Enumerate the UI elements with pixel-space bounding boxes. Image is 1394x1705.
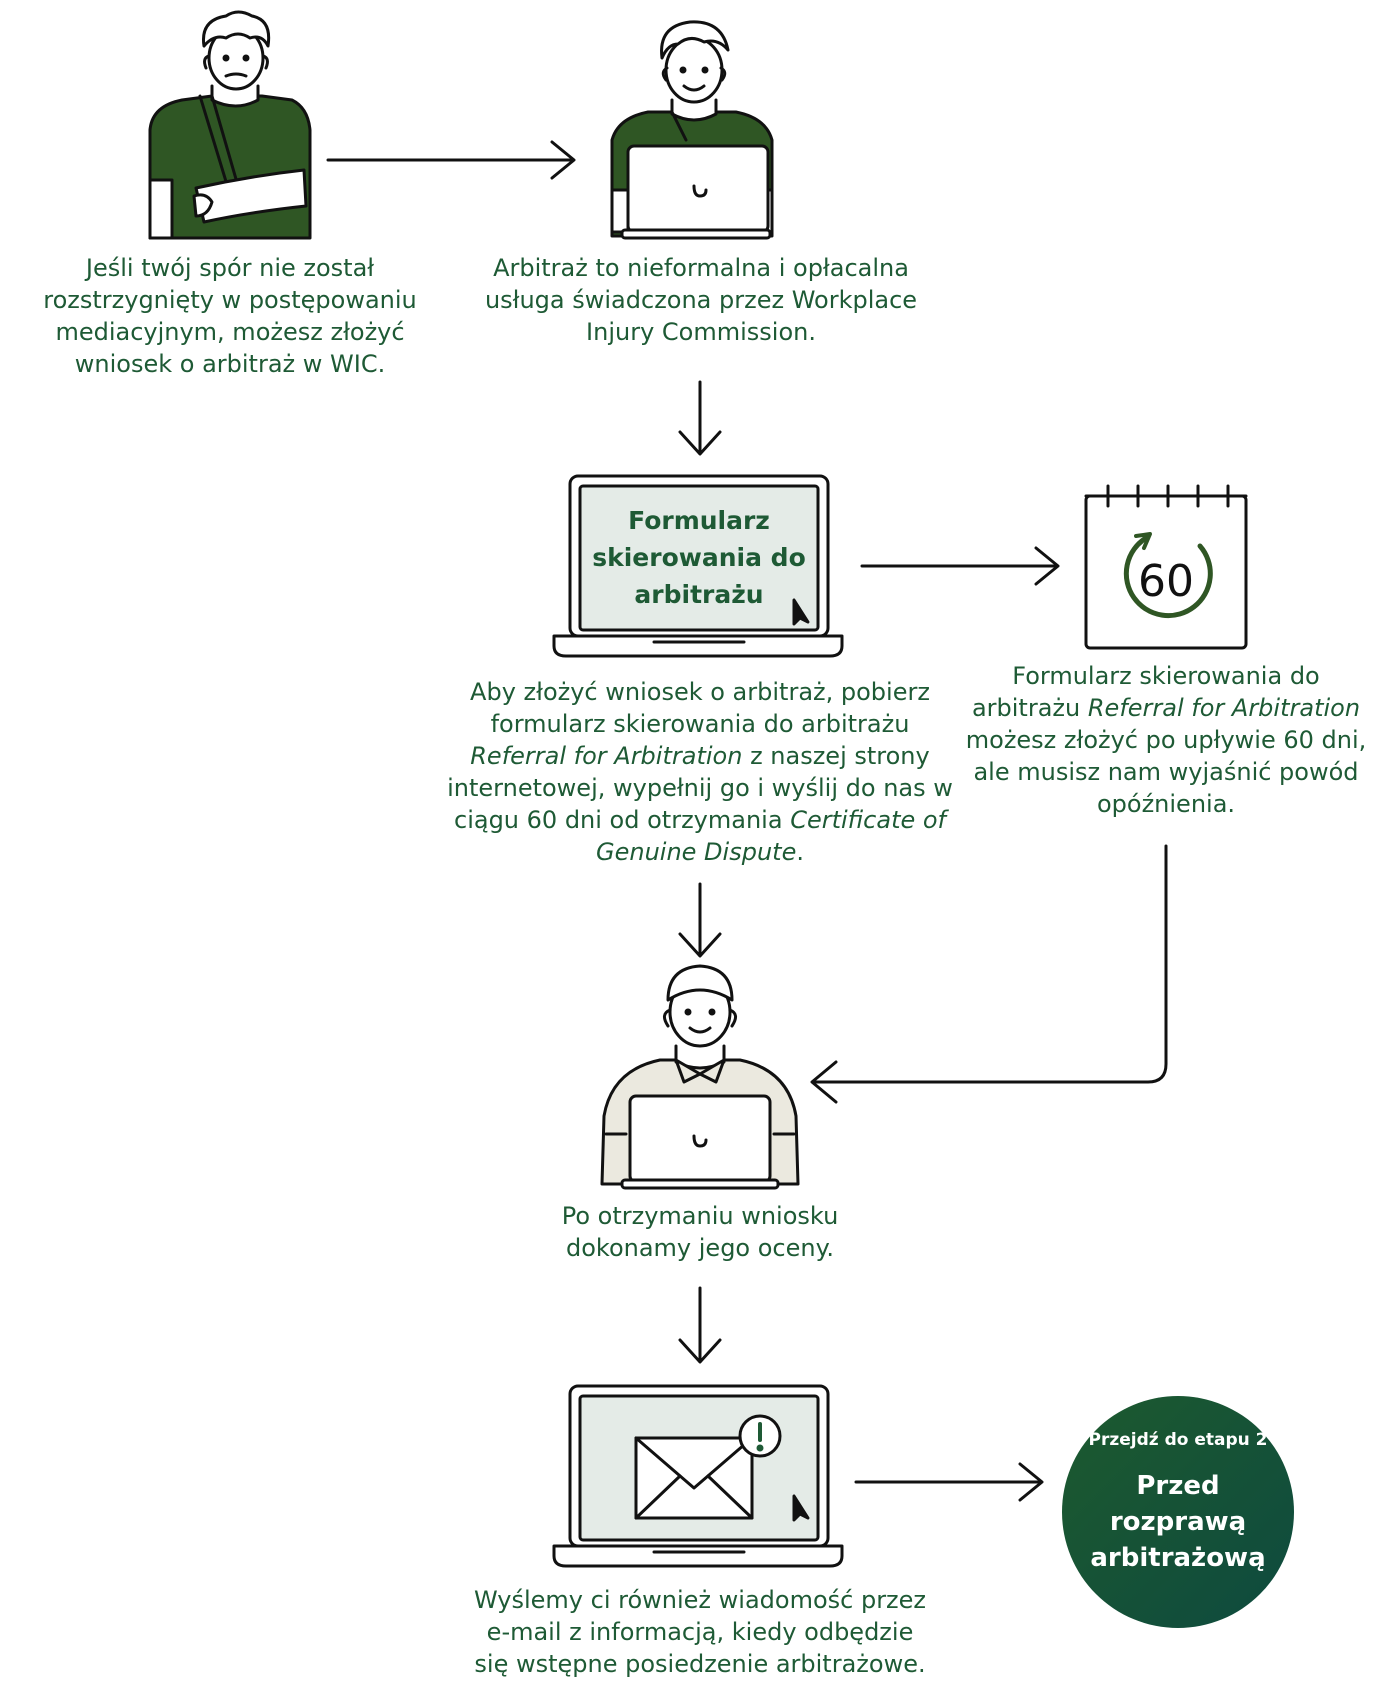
step6-caption-text: Wyślemy ci również wiadomość przez e-mai…	[473, 1586, 927, 1678]
next-stage-large-label[interactable]: Przed rozprawą arbitrażową	[1070, 1468, 1286, 1576]
laptop-email-notification-icon	[552, 1384, 844, 1568]
step5-caption: Po otrzymaniu wniosku dokonamy jego ocen…	[520, 1200, 880, 1264]
form-screen-title[interactable]: Formularz skierowania do arbitrażu	[580, 502, 818, 613]
form-screen-line-1: Formularz	[628, 506, 770, 535]
step4-caption-part2: możesz złożyć po upływie 60 dni, ale mus…	[965, 726, 1367, 818]
arrow-step5-to-step6	[678, 1286, 722, 1364]
next-stage-small-label[interactable]: Przejdź do etapu 2	[1088, 1430, 1268, 1450]
step3-caption-part2: z naszej strony internetowej, wypełnij g…	[447, 742, 953, 834]
next-stage-large-line-2: arbitrażową	[1090, 1543, 1266, 1573]
step6-caption: Wyślemy ci również wiadomość przez e-mai…	[470, 1584, 930, 1680]
calendar-number-text: 60	[1138, 556, 1194, 607]
arrow-step1-to-step2	[326, 140, 576, 180]
step4-caption: Formularz skierowania do arbitrażu Refer…	[960, 660, 1372, 820]
calendar-number: 60	[1116, 556, 1216, 607]
arrow-step2-to-step3	[678, 380, 722, 456]
step1-caption: Jeśli twój spór nie został rozstrzygnięt…	[20, 252, 440, 380]
officer-with-laptop-icon	[600, 964, 800, 1190]
next-stage-large-line-1: Przed rozprawą	[1109, 1471, 1247, 1537]
arrow-step6-to-next-stage	[854, 1462, 1044, 1502]
form-screen-line-2: skierowania do	[592, 543, 806, 572]
step3-caption-italic1: Referral for Arbitration	[470, 742, 743, 770]
step1-caption-text: Jeśli twój spór nie został rozstrzygnięt…	[43, 254, 417, 378]
step2-caption: Arbitraż to nieformalna i opłacalna usłu…	[456, 252, 946, 348]
injured-worker-arm-sling-icon	[148, 10, 312, 240]
arrow-step3-to-step4	[860, 546, 1060, 586]
step4-caption-italic: Referral for Arbitration	[1087, 694, 1361, 722]
step5-caption-text: Po otrzymaniu wniosku dokonamy jego ocen…	[561, 1202, 839, 1262]
arrow-step4-to-step5	[810, 844, 1168, 1104]
calendar-60-days-icon	[1084, 484, 1248, 650]
step3-caption-part3: .	[796, 838, 804, 866]
step3-caption: Aby złożyć wniosek o arbitraż, pobierz f…	[446, 676, 954, 868]
step4-caption-part1: Formularz skierowania do arbitrażu	[971, 662, 1320, 722]
worker-with-laptop-icon	[610, 20, 774, 240]
step3-caption-part1: Aby złożyć wniosek o arbitraż, pobierz f…	[470, 678, 930, 738]
arrow-step3-to-step5	[678, 882, 722, 958]
step2-caption-text: Arbitraż to nieformalna i opłacalna usłu…	[484, 254, 918, 346]
next-stage-badge-circle[interactable]	[1062, 1396, 1294, 1628]
laptop-form-icon	[552, 474, 844, 658]
form-screen-line-3: arbitrażu	[634, 580, 764, 609]
step3-caption-italic2: Certificate of Genuine Dispute	[596, 806, 946, 866]
